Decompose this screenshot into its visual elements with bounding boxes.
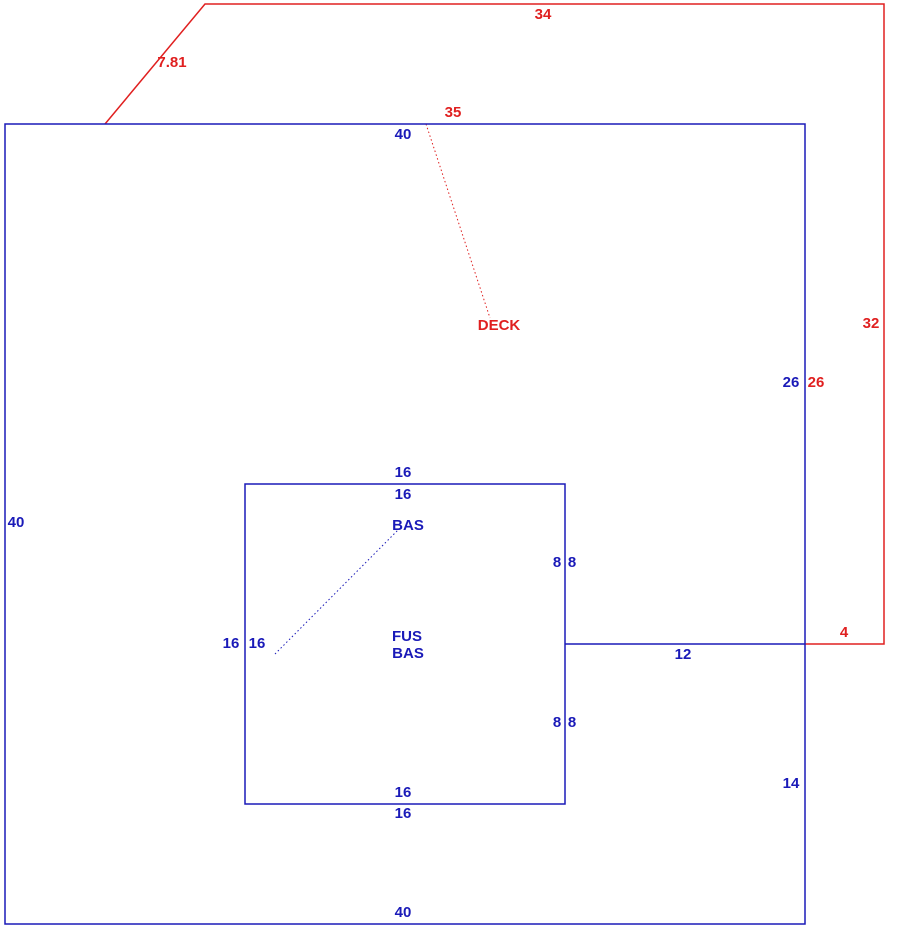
deck-slant-dimension: 7.81 bbox=[157, 54, 186, 71]
main-top-dimension: 40 bbox=[395, 126, 412, 143]
inner-right-lower-inner-dimension: 8 bbox=[553, 714, 561, 731]
deck-top-dimension: 34 bbox=[535, 6, 552, 23]
inner-left-outer-dimension: 16 bbox=[223, 635, 240, 652]
inner-left-inner-dimension: 16 bbox=[249, 635, 266, 652]
inner-top-outer-dimension: 16 bbox=[395, 464, 412, 481]
bas-label: BAS bbox=[392, 517, 424, 534]
main-bottom-dimension: 40 bbox=[395, 904, 412, 921]
inner-right-upper-inner-dimension: 8 bbox=[553, 554, 561, 571]
deck-inner-top-dimension: 35 bbox=[445, 104, 462, 121]
inner-top-inner-dimension: 16 bbox=[395, 486, 412, 503]
bas-leader-line bbox=[274, 529, 399, 655]
deck-right-dimension: 32 bbox=[863, 315, 880, 332]
main-right-upper-dimension: 26 bbox=[783, 374, 800, 391]
fus-bas-label: BAS bbox=[392, 645, 424, 662]
connector-dimension: 12 bbox=[675, 646, 692, 663]
inner-bottom-inner-dimension: 16 bbox=[395, 784, 412, 801]
inner-right-lower-outer-dimension: 8 bbox=[568, 714, 576, 731]
deck-outline bbox=[104, 3, 885, 645]
inner-right-upper-outer-dimension: 8 bbox=[568, 554, 576, 571]
fus-label: FUS bbox=[392, 628, 422, 645]
inner-bottom-outer-dimension: 16 bbox=[395, 805, 412, 822]
deck-bottom-dimension: 4 bbox=[840, 624, 849, 641]
deck-inner-right-dimension: 26 bbox=[808, 374, 825, 391]
main-area-outline bbox=[4, 123, 806, 925]
deck-area-label: DECK bbox=[478, 317, 521, 334]
main-left-dimension: 40 bbox=[8, 514, 25, 531]
main-right-lower-dimension: 14 bbox=[783, 775, 800, 792]
deck-leader-line bbox=[425, 123, 491, 319]
